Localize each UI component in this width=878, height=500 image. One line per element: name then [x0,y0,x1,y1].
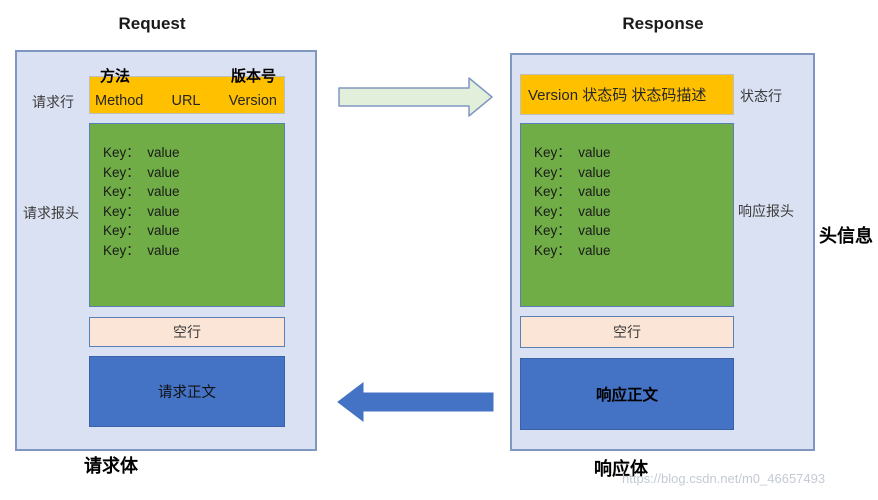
left-arrow-icon [337,381,494,423]
response-header-lines: Key： value Key： value Key： value Key： va… [534,143,611,260]
header-line: Key： value [534,223,611,238]
header-line: Key： value [103,223,180,238]
header-line: Key： value [103,203,180,219]
request-line-cn-row: 方法 版本号 [100,65,276,86]
header-line: Key： value [103,164,180,180]
right-arrow-icon [338,77,493,117]
request-line-box: 方法 版本号 Method URL Version [89,69,285,114]
response-blank-line-box: 空行 [520,316,734,348]
method-label: Method [95,93,144,109]
request-body-label: 请求正文 [158,385,216,401]
header-line: Key： value [103,145,180,160]
request-body-footer-label: 请求体 [84,456,138,476]
method-cn-label: 方法 [100,69,131,85]
header-info-label: 头信息 [819,226,873,246]
request-header-lines: Key： value Key： value Key： value Key： va… [103,143,180,260]
request-line-label: 请求行 [32,94,74,110]
header-line: Key： value [534,242,611,258]
response-body-label: 响应正文 [595,387,658,404]
watermark: https://blog.csdn.net/m0_46657493 [622,471,826,486]
request-panel: 请求行 方法 版本号 Method URL Version Key： value… [15,50,317,451]
header-line: Key： value [534,203,611,219]
version-cn-label: 版本号 [230,69,276,85]
response-panel: Version 状态码 状态码描述 状态行 Key： value Key： va… [510,53,815,451]
status-line-label: 状态行 [740,88,782,104]
status-line-text: Version 状态码 状态码描述 [528,87,707,104]
request-line-parts: Method URL Version [95,93,277,109]
status-line-box: Version 状态码 状态码描述 [520,74,734,115]
url-label: URL [171,93,201,109]
response-body-box: 响应正文 [520,358,734,430]
response-body-footer-label: 响应体 [594,459,648,479]
response-title: Response [622,14,704,33]
header-line: Key： value [103,242,180,258]
response-headers-box: Key： value Key： value Key： value Key： va… [520,123,734,307]
response-blank-line-label: 空行 [613,324,641,340]
request-headers-box: Key： value Key： value Key： value Key： va… [89,123,285,307]
request-blank-line-label: 空行 [173,324,201,340]
header-line: Key： value [534,184,611,199]
header-line: Key： value [534,164,611,180]
response-headers-label: 响应报头 [738,203,794,219]
request-blank-line-box: 空行 [89,317,285,347]
version-label: Version [228,93,277,109]
header-line: Key： value [103,184,180,199]
request-body-box: 请求正文 [89,356,285,427]
request-headers-label: 请求报头 [23,205,79,221]
request-title: Request [118,14,186,33]
header-line: Key： value [534,145,611,160]
